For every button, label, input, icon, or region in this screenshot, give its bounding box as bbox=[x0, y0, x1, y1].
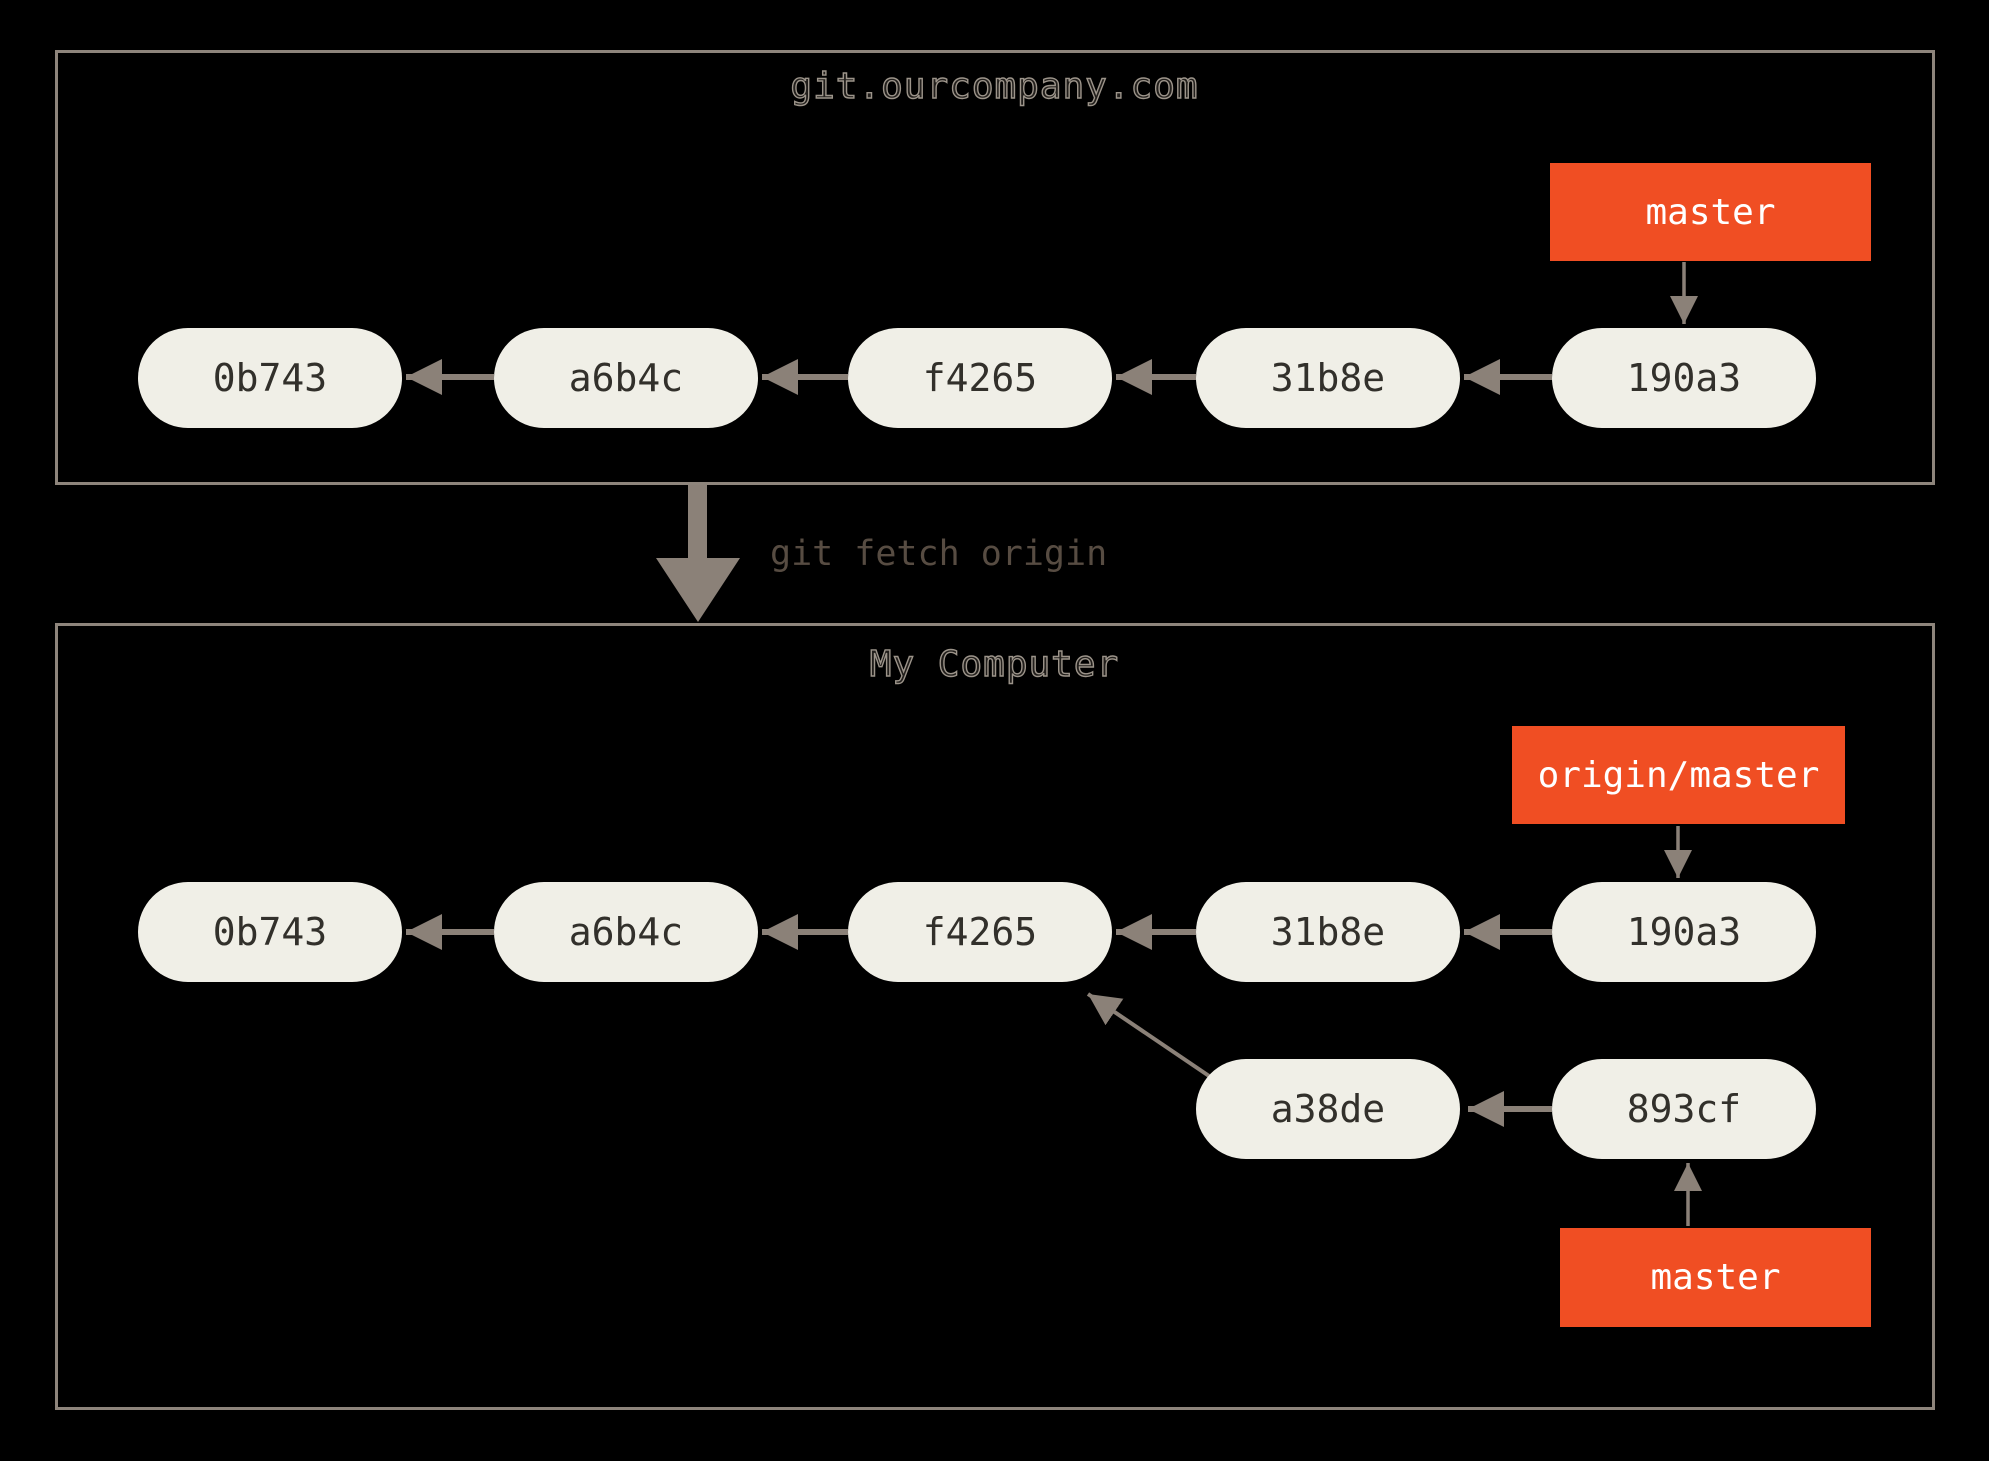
commit-node-remote-0b743: 0b743 bbox=[138, 328, 402, 428]
commit-node-remote-190a3: 190a3 bbox=[1552, 328, 1816, 428]
commit-node-local-0b743: 0b743 bbox=[138, 882, 402, 982]
local-master-branch-label: master bbox=[1560, 1228, 1871, 1327]
commit-node-local-a38de: a38de bbox=[1196, 1059, 1460, 1159]
fetch-transfer-arrow bbox=[656, 485, 740, 622]
local-repo-title: My Computer bbox=[869, 643, 1120, 685]
arrow-a38de-to-f4265 bbox=[1086, 992, 1214, 1080]
origin-master-branch-label: origin/master bbox=[1512, 726, 1845, 824]
commit-node-local-893cf: 893cf bbox=[1552, 1059, 1816, 1159]
commit-node-remote-f4265: f4265 bbox=[848, 328, 1112, 428]
commit-node-local-f4265: f4265 bbox=[848, 882, 1112, 982]
remote-repo-title: git.ourcompany.com bbox=[790, 65, 1199, 107]
remote-repo-box bbox=[55, 50, 1935, 485]
remote-master-branch-label: master bbox=[1550, 163, 1871, 261]
commit-node-local-190a3: 190a3 bbox=[1552, 882, 1816, 982]
commit-node-local-31b8e: 31b8e bbox=[1196, 882, 1460, 982]
commit-node-remote-a6b4c: a6b4c bbox=[494, 328, 758, 428]
commit-node-remote-31b8e: 31b8e bbox=[1196, 328, 1460, 428]
fetch-command-label: git fetch origin bbox=[770, 534, 1108, 574]
local-repo-box bbox=[55, 623, 1935, 1410]
commit-node-local-a6b4c: a6b4c bbox=[494, 882, 758, 982]
